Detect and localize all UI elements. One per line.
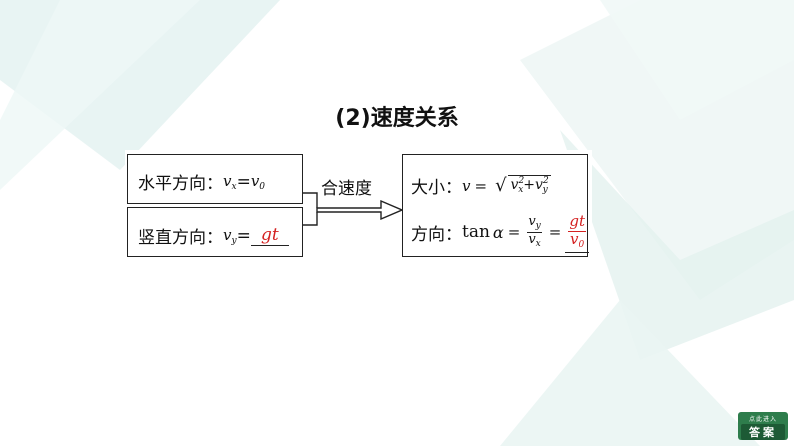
- vertical-row: 竖直方向： vy = gt: [138, 223, 289, 248]
- resultant-velocity-box: 大小： v = √ v2x+v2y 方向： tan α = vy vx = gt: [402, 154, 589, 257]
- vertical-velocity-box: 竖直方向： vy = gt: [127, 207, 303, 257]
- merge-arrow: [303, 192, 403, 226]
- equals-sign: =: [236, 225, 251, 246]
- velocity-diagram: 水平方向： vx = v0 竖直方向： vy = gt 合速度 大小： v = …: [125, 150, 592, 281]
- sqrt-radical-icon: √: [495, 175, 507, 196]
- equals-sign: =: [474, 176, 488, 195]
- gt-over-v0-fraction: gt v0: [568, 212, 586, 250]
- vy-var: vy: [223, 225, 237, 246]
- equals-sign: =: [236, 171, 251, 192]
- equals-sign: =: [507, 223, 521, 242]
- equals-sign: =: [548, 223, 562, 242]
- horizontal-label: 水平方向：: [138, 174, 223, 194]
- badge-label: 答案: [741, 424, 785, 440]
- direction-answer-blank: gt v0: [565, 211, 589, 254]
- vertical-answer-blank: gt: [250, 225, 289, 246]
- horizontal-row: 水平方向： vx = v0: [138, 169, 266, 195]
- direction-label: 方向：: [411, 224, 462, 245]
- v0-var: v0: [250, 171, 266, 192]
- tan-function: tan: [462, 222, 490, 243]
- alpha-symbol: α: [492, 222, 504, 242]
- magnitude-row: 大小： v = √ v2x+v2y: [411, 173, 551, 198]
- vy-over-vx-fraction: vy vx: [527, 213, 542, 250]
- v-var: v: [462, 176, 471, 195]
- page-title: (2)速度关系: [335, 106, 459, 131]
- show-answer-button[interactable]: 点此进入 答案: [738, 412, 788, 440]
- sqrt-expression: √ v2x+v2y: [495, 175, 551, 196]
- badge-caption: 点此进入: [748, 416, 777, 423]
- direction-row: 方向： tan α = vy vx = gt v0: [411, 211, 589, 254]
- sqrt-radicand: v2x+v2y: [507, 175, 551, 195]
- vertical-label: 竖直方向：: [138, 228, 223, 248]
- vx-var: vx: [223, 171, 237, 192]
- combined-velocity-label: 合速度: [321, 179, 372, 199]
- magnitude-label: 大小：: [411, 178, 462, 198]
- horizontal-velocity-box: 水平方向： vx = v0: [127, 154, 303, 204]
